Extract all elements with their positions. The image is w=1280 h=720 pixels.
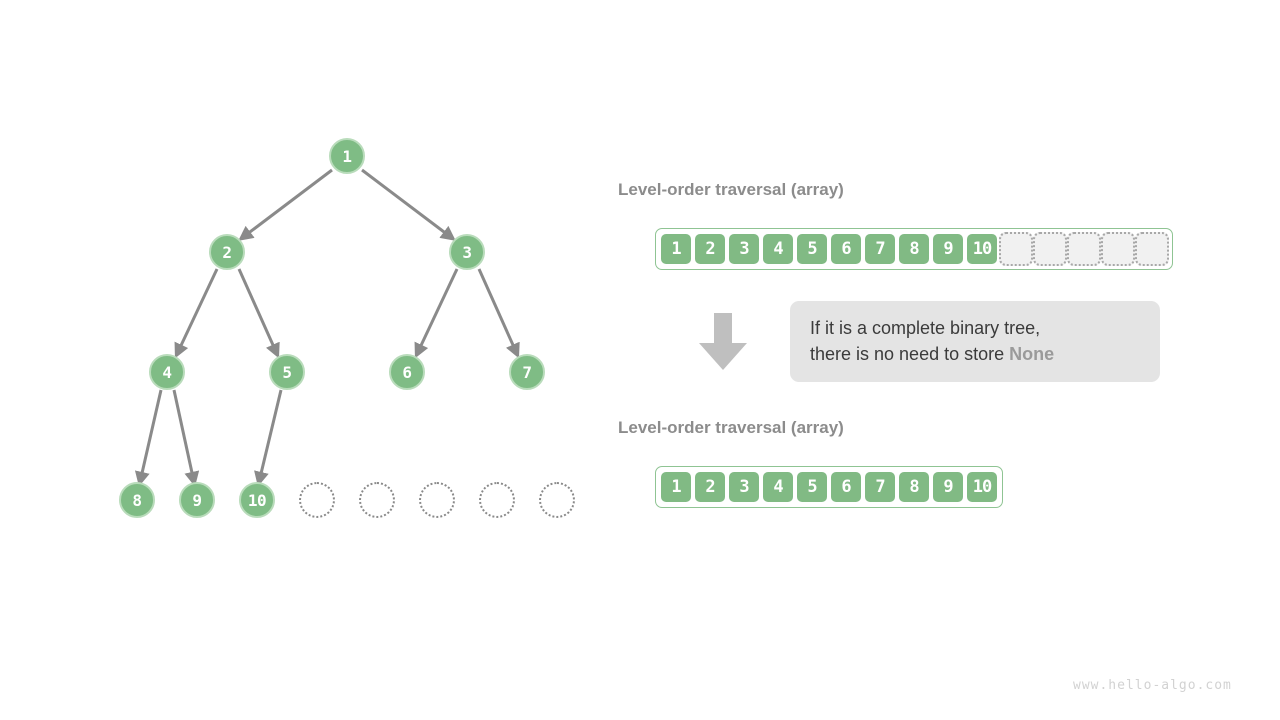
- tree-node-8: 8: [119, 482, 155, 518]
- array-with-none-cell-0: 1: [659, 232, 693, 266]
- tree-node-null-3: [419, 482, 455, 518]
- watermark: www.hello-algo.com: [1073, 678, 1232, 693]
- note-box: If it is a complete binary tree, there i…: [790, 301, 1160, 382]
- edge-2-4: [174, 268, 219, 359]
- array-with-none-cell-2: 3: [727, 232, 761, 266]
- array-with-none-cell-5: 6: [829, 232, 863, 266]
- tree-node-10: 10: [239, 482, 275, 518]
- tree-node-5: 5: [269, 354, 305, 390]
- down-arrow-icon: [699, 313, 747, 370]
- tree-node-2: 2: [209, 234, 245, 270]
- array-compact-cell-7: 8: [897, 470, 931, 504]
- array-with-none-empty-cell-1: [1033, 232, 1067, 266]
- tree-node-4: 4: [149, 354, 185, 390]
- array-compact-cell-4: 5: [795, 470, 829, 504]
- tree-node-null-4: [479, 482, 515, 518]
- array-compact-cell-9: 10: [965, 470, 999, 504]
- edge-3-6: [414, 268, 459, 359]
- array-compact-cell-0: 1: [659, 470, 693, 504]
- edge-4-8: [134, 389, 163, 487]
- tree-node-null-2: [359, 482, 395, 518]
- edge-2-5: [237, 268, 280, 359]
- array-with-none-cell-6: 7: [863, 232, 897, 266]
- array-with-none-empty-cell-4: [1135, 232, 1169, 266]
- heading-array-with-none: Level-order traversal (array): [618, 180, 844, 199]
- tree-node-7: 7: [509, 354, 545, 390]
- note-none-keyword: None: [1009, 344, 1055, 364]
- edge-3-7: [477, 268, 520, 359]
- edge-1-2: [238, 168, 333, 241]
- array-with-none-cell-7: 8: [897, 232, 931, 266]
- edge-1-3: [361, 168, 456, 241]
- tree-node-null-1: [299, 482, 335, 518]
- array-compact-cell-5: 6: [829, 470, 863, 504]
- array-compact-cell-3: 4: [761, 470, 795, 504]
- array-with-none-empty-cell-2: [1067, 232, 1101, 266]
- tree-node-1: 1: [329, 138, 365, 174]
- array-with-none-empty-cell-0: [999, 232, 1033, 266]
- array-compact-cell-6: 7: [863, 470, 897, 504]
- array-with-none-empty-cell-3: [1101, 232, 1135, 266]
- tree-node-null-5: [539, 482, 575, 518]
- tree-node-9: 9: [179, 482, 215, 518]
- edge-4-9: [172, 389, 200, 487]
- heading-array-compact: Level-order traversal (array): [618, 418, 844, 437]
- note-line-1: If it is a complete binary tree,: [810, 318, 1041, 338]
- tree-node-6: 6: [389, 354, 425, 390]
- tree-node-3: 3: [449, 234, 485, 270]
- array-with-none-cell-9: 10: [965, 232, 999, 266]
- note-line-2: there is no need to store None: [810, 341, 1140, 367]
- array-compact-cell-2: 3: [727, 470, 761, 504]
- array-compact-cell-1: 2: [693, 470, 727, 504]
- note-line-2-prefix: there is no need to store: [810, 344, 1010, 364]
- edge-5-10: [254, 389, 283, 487]
- array-with-none-cell-8: 9: [931, 232, 965, 266]
- array-compact-cell-8: 9: [931, 470, 965, 504]
- array-with-none-cell-3: 4: [761, 232, 795, 266]
- array-with-none-cell-1: 2: [693, 232, 727, 266]
- array-with-none-cell-4: 5: [795, 232, 829, 266]
